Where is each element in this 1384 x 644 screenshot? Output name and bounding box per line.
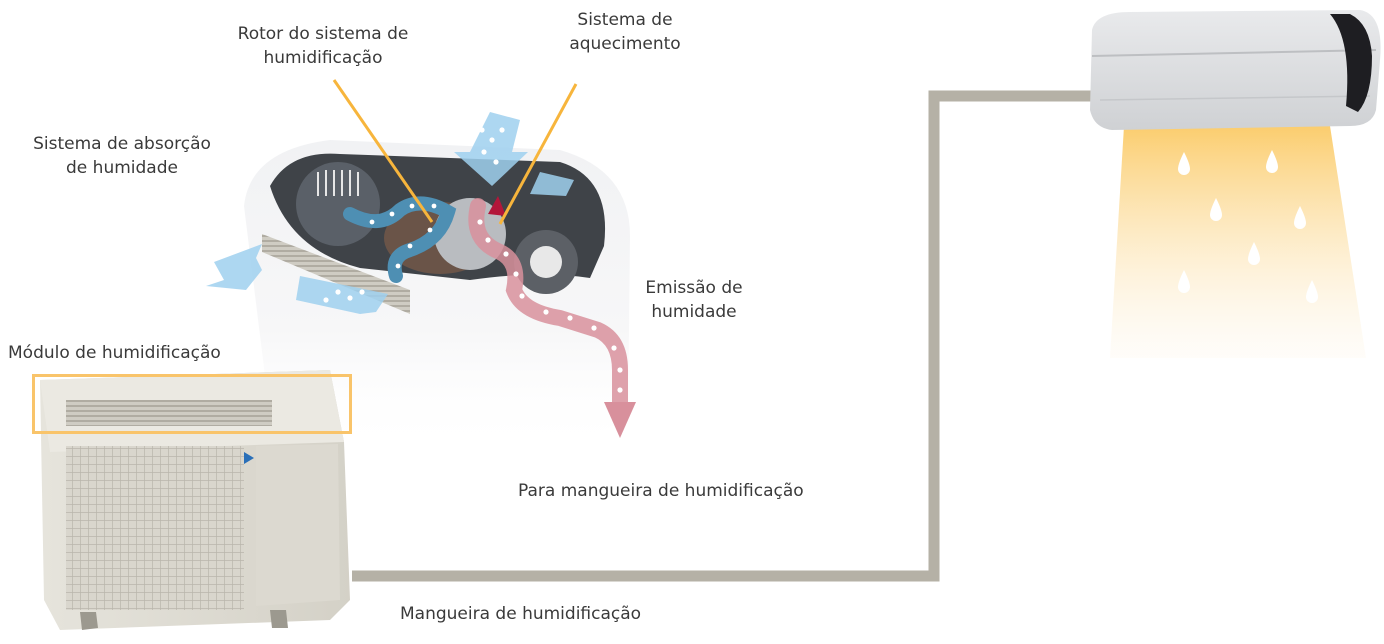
leader-rotor [332, 79, 434, 223]
rotor-label-line2: humidificação [263, 48, 383, 68]
leader-heating [498, 83, 578, 225]
absorption-dots [369, 203, 437, 269]
emission-label-line1: Emissão de [645, 278, 743, 298]
emission-label-line2: humidade [651, 302, 737, 322]
fan-grille-icon [66, 446, 244, 610]
emission-path [468, 198, 628, 412]
module-label: Módulo de humidificação [8, 343, 221, 363]
rotor-label-line1: Rotor do sistema de [237, 24, 409, 44]
absorption-label-line2: de humidade [66, 158, 178, 178]
emission-label: Emissão de humidade [628, 276, 760, 324]
absorption-label-line1: Sistema de absorção [33, 134, 211, 154]
dry-air-dots [323, 127, 505, 303]
humidification-hose [352, 90, 1100, 582]
heating-label: Sistema de aquecimento [550, 8, 700, 56]
brand-logo-icon [244, 452, 254, 464]
to-hose-label: Para mangueira de humidificação [518, 481, 804, 501]
warm-air-glow [1110, 126, 1366, 358]
water-drop-icon [1178, 150, 1318, 303]
module-highlight-box [32, 374, 352, 434]
heating-label-line1: Sistema de [577, 10, 673, 30]
emission-dots [477, 219, 623, 393]
heating-label-line2: aquecimento [569, 34, 681, 54]
absorption-path [343, 196, 457, 283]
rotor-label: Rotor do sistema de humidificação [208, 22, 438, 70]
indoor-unit-icon [1090, 10, 1381, 130]
emission-arrowhead [604, 402, 636, 438]
dry-air-arrows [206, 112, 574, 314]
hose-label: Mangueira de humidificação [400, 604, 642, 624]
absorption-label: Sistema de absorção de humidade [10, 132, 234, 180]
